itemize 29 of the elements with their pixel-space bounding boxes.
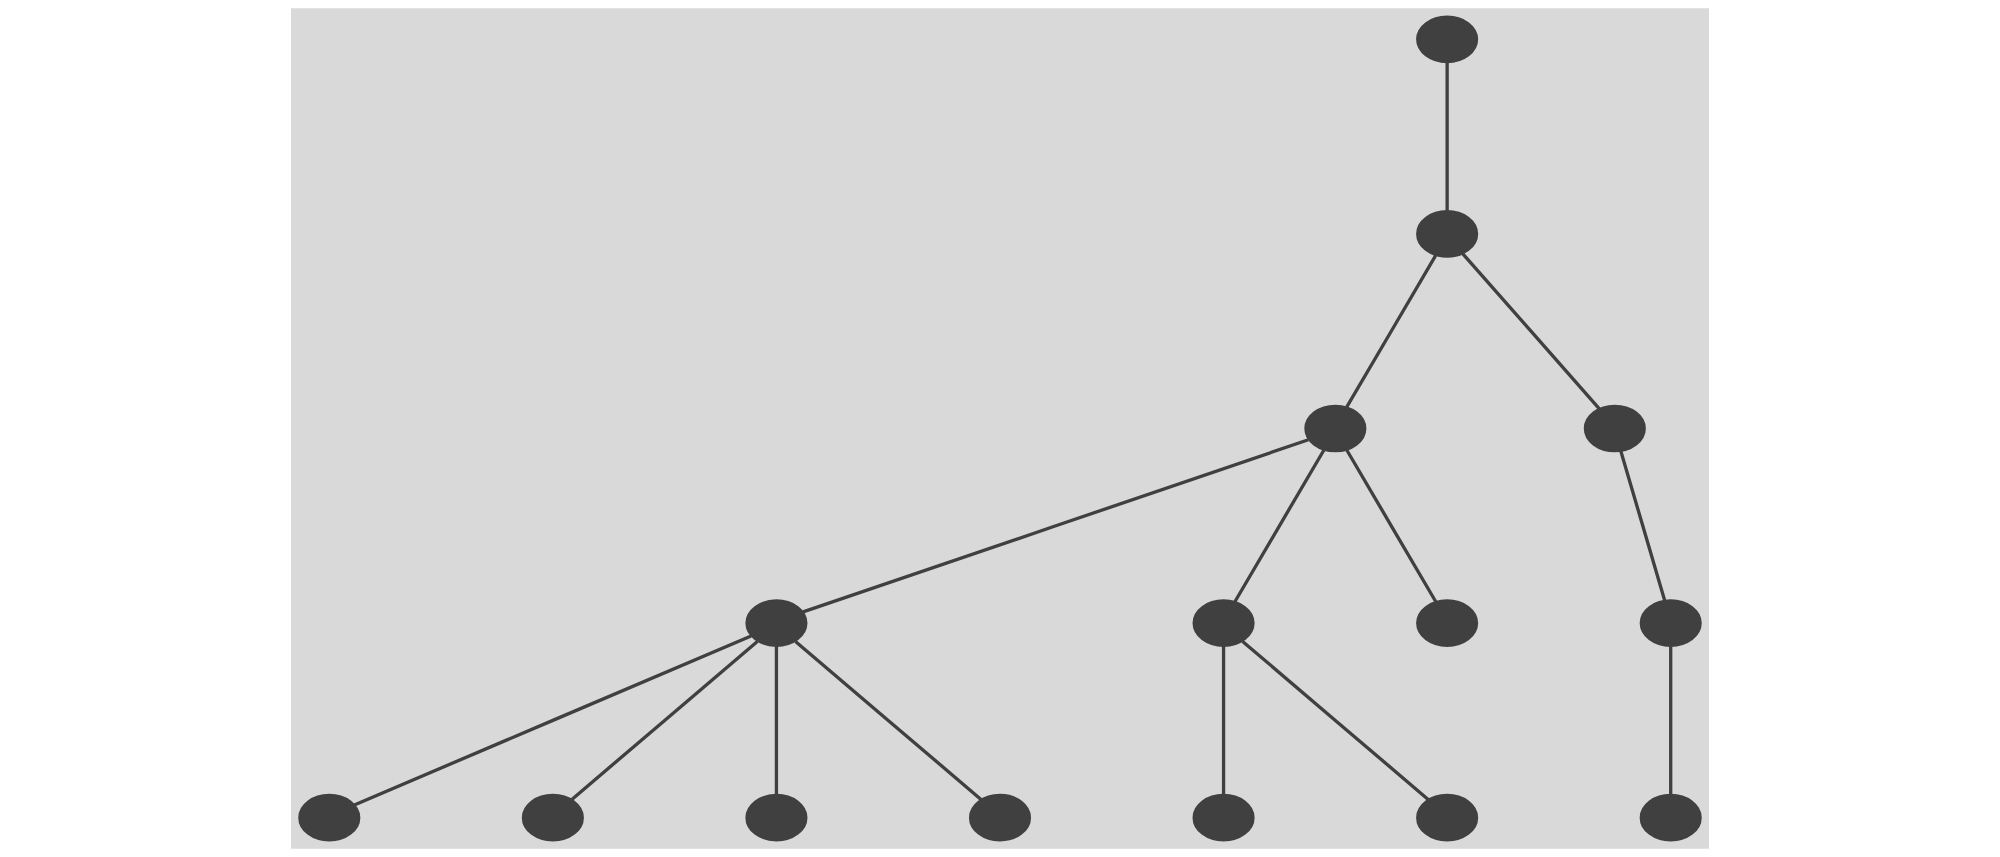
connector — [1345, 254, 1437, 408]
connector — [1619, 450, 1667, 601]
connector — [774, 646, 779, 795]
node-circle — [1416, 15, 1479, 64]
node-circle — [521, 793, 584, 842]
node-circle — [1416, 793, 1479, 842]
connector — [1233, 449, 1326, 603]
connector — [1221, 646, 1226, 795]
connector — [1445, 62, 1449, 211]
connector — [1669, 646, 1673, 795]
node-circle — [298, 793, 361, 842]
node-circle — [968, 793, 1032, 842]
node-circle — [1304, 404, 1367, 453]
node-circle — [1639, 599, 1702, 647]
connector — [794, 640, 983, 801]
connector — [1461, 252, 1601, 410]
connector — [802, 438, 1309, 614]
node-circle — [745, 599, 808, 647]
node-circle — [1639, 793, 1702, 842]
connector — [353, 634, 752, 807]
node-circle — [745, 793, 808, 842]
connector — [1345, 449, 1438, 603]
node-circle — [1583, 404, 1646, 453]
node-circle — [1192, 599, 1255, 647]
connector — [1241, 640, 1430, 801]
node-circle — [1416, 210, 1479, 258]
connector — [570, 640, 759, 801]
node-circle — [1416, 599, 1479, 647]
node-circle — [1192, 793, 1255, 842]
